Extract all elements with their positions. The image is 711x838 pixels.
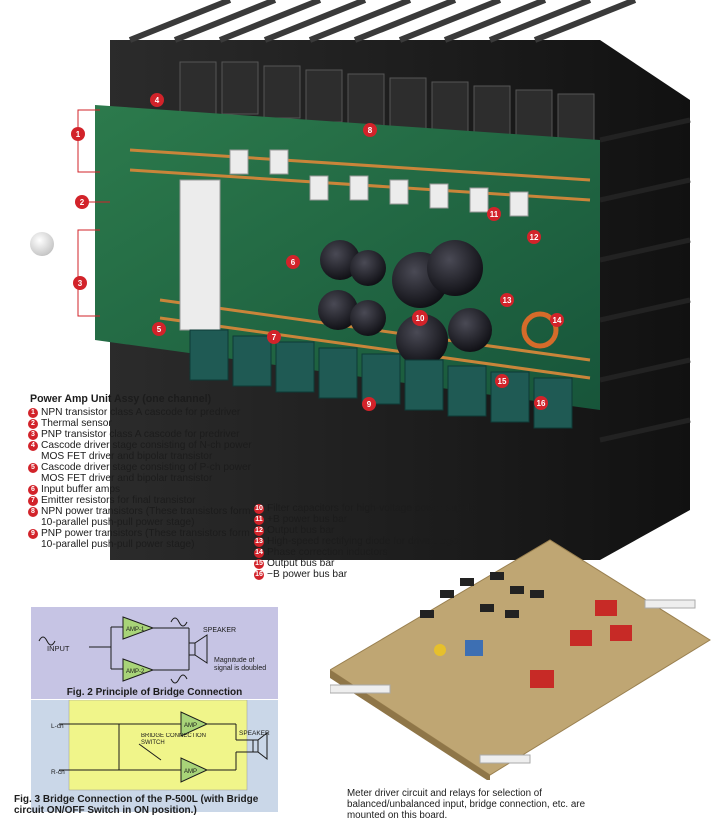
svg-text:16: 16 [537,399,546,408]
legend-item: 16−B power bus bar [254,569,496,580]
legend-number: 5 [28,463,38,473]
svg-text:13: 13 [503,296,512,305]
legend-text: +B power bus bar [267,514,348,525]
legend-text: PNP power transistors (These transistors… [41,528,250,550]
binder-hole [30,232,54,256]
legend-number: 4 [28,441,38,451]
fig3-bridge-connection: L-ch R-ch AMP AMP BRIDGE CONNECTION SWIT… [31,700,278,812]
legend-number: 6 [28,485,38,495]
svg-text:5: 5 [157,325,162,334]
board-caption: Meter driver circuit and relays for sele… [347,788,586,821]
fig3-amp-top-label: AMP [184,723,197,729]
legend-text: Thermal sensor [41,418,112,429]
svg-text:6: 6 [291,258,296,267]
fig3-amp-bottom-label: AMP [184,769,197,775]
legend-text: Phase correction inductors [267,547,388,558]
fig2-caption: Fig. 2 Principle of Bridge Connection [66,687,243,698]
legend-number: 15 [254,559,264,569]
legend-number: 16 [254,570,264,580]
legend-number: 2 [28,419,38,429]
legend-text: Input buffer amps [41,484,121,495]
legend-text: NPN power transistors (These transistors… [41,506,251,528]
legend-number: 12 [254,526,264,536]
svg-text:10: 10 [416,314,425,323]
svg-text:4: 4 [155,96,160,105]
legend-title: Power Amp Unit Assy (one channel) [30,393,212,405]
fig2-speaker-label: SPEAKER [203,627,236,634]
fig3-diagram: L-ch R-ch AMP AMP BRIDGE CONNECTION SWIT… [51,700,270,791]
fig3-speaker-label: SPEAKER [239,730,270,737]
legend-item: 11+B power bus bar [254,514,496,525]
legend-number: 11 [254,515,264,525]
legend-text: Cascode driver stage consisting of N-ch … [41,440,252,462]
fig3-lch-label: L-ch [51,723,64,730]
legend-text: High-speed rectifying diode for drive st… [267,536,458,547]
legend-number: 8 [28,507,38,517]
fig3-caption: Fig. 3 Bridge Connection of the P-500L (… [14,794,259,816]
fig2-amp1-label: AMP-1 [126,627,145,633]
fig3-switch-label: BRIDGE CONNECTION SWITCH [141,733,207,746]
legend-text: Filter capacitors for high-voltage power… [267,503,475,514]
svg-text:7: 7 [272,333,277,342]
fig3-rch-label: R-ch [51,769,65,776]
legend-text: Output bus bar [267,525,335,536]
fig2-bridge-principle: INPUT AMP-1 AMP-2 SPEAKER Magnitude of s… [31,607,278,699]
legend-text: PNP transistor class A cascode for predr… [41,429,240,440]
legend-number: 14 [254,548,264,558]
legend-text: Cascode driver stage consisting of P-ch … [41,462,252,484]
svg-text:2: 2 [80,198,85,207]
svg-text:14: 14 [553,316,562,325]
legend-number: 13 [254,537,264,547]
svg-text:15: 15 [498,377,507,386]
power-amp-unit-photo: 1 2 3 4 5 6 7 8 9 10 11 12 13 14 15 16 [71,0,691,560]
legend-number: 1 [28,408,38,418]
legend-text: Emitter resistors for final transistor [41,495,196,506]
svg-text:8: 8 [368,126,373,135]
svg-text:11: 11 [490,210,499,219]
legend-text: Output bus bar [267,558,335,569]
svg-text:1: 1 [76,130,81,139]
svg-text:3: 3 [78,279,83,288]
legend-number: 3 [28,430,38,440]
fig2-diagram: INPUT AMP-1 AMP-2 SPEAKER Magnitude of s… [38,616,267,684]
legend-number: 10 [254,504,264,514]
meter-driver-board-photo [330,539,711,780]
legend-number: 9 [28,529,38,539]
svg-text:12: 12 [530,233,539,242]
legend-text: NPN transistor class A cascode for predr… [41,407,241,418]
svg-text:9: 9 [367,400,372,409]
fig2-amp2-label: AMP-2 [126,669,145,675]
fig2-input-label: INPUT [47,644,70,653]
legend-number: 7 [28,496,38,506]
legend-text: −B power bus bar [267,569,348,580]
fig2-note: Magnitude of signal is doubled [214,657,267,672]
